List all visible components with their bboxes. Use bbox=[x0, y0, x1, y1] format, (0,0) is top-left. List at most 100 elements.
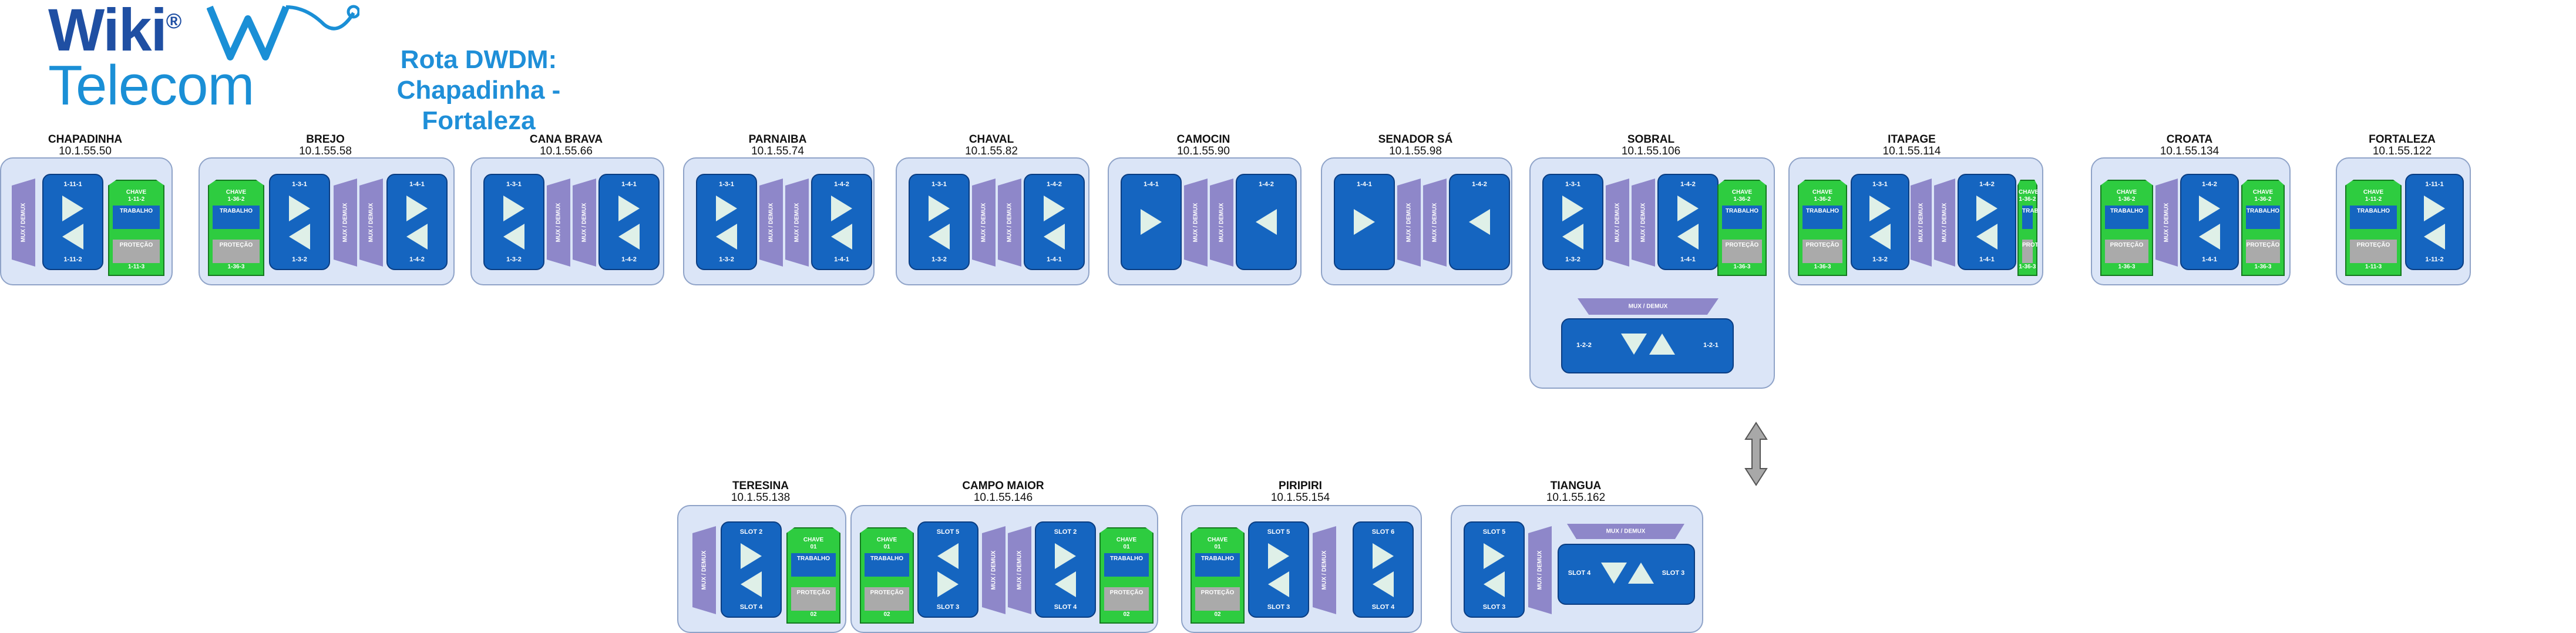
site-ip: 10.1.55.122 bbox=[2372, 145, 2432, 157]
triangle-r-icon bbox=[1976, 196, 1997, 222]
switch-trabalho: TRABALHO bbox=[113, 206, 160, 229]
card-label-bottom: 1-3-2 bbox=[1872, 256, 1888, 263]
triangle-l-icon bbox=[1055, 571, 1076, 598]
site-name: ITAPAGE bbox=[1888, 133, 1936, 146]
triangle-u-icon bbox=[1649, 334, 1675, 355]
amplifier-card: 1-4-2 1-4-1 bbox=[1958, 174, 2016, 270]
card-label-top: SLOT 6 bbox=[1371, 528, 1395, 536]
triangle-l-icon bbox=[1869, 224, 1891, 250]
triangle-l-icon bbox=[289, 224, 310, 250]
amplifier-card: 1-4-2 1-4-1 bbox=[1024, 174, 1085, 270]
triangle-r-icon bbox=[1268, 543, 1289, 570]
card-label-top: 1-4-2 bbox=[2202, 181, 2217, 188]
triangle-l-icon bbox=[1268, 571, 1289, 598]
switch-bottom-label: 02 bbox=[1214, 611, 1221, 618]
mux-demux: MUX / DEMUX bbox=[1606, 179, 1629, 267]
triangle-r-icon bbox=[62, 196, 83, 222]
site-name: FORTALEZA bbox=[2369, 133, 2436, 146]
card-label-right: SLOT 3 bbox=[1662, 570, 1685, 577]
mux-demux-label: MUX / DEMUX bbox=[793, 203, 801, 243]
card-label-bottom: 1-4-1 bbox=[2202, 256, 2217, 263]
switch-trabalho: TRABALHO bbox=[1722, 206, 1762, 229]
mux-demux-label: MUX / DEMUX bbox=[1536, 550, 1543, 590]
mux-demux: MUX / DEMUX bbox=[1528, 526, 1552, 614]
card-label-top: 1-4-2 bbox=[1472, 181, 1487, 188]
card-label-right: 1-2-1 bbox=[1703, 342, 1719, 349]
switch-bottom-label: 1-11-3 bbox=[2365, 264, 2382, 270]
mux-demux-label: MUX / DEMUX bbox=[1006, 203, 1013, 243]
card-label-bottom: SLOT 3 bbox=[936, 604, 960, 611]
card-label-top: 1-11-1 bbox=[63, 181, 82, 188]
mux-demux-label: MUX / DEMUX bbox=[1640, 203, 1647, 243]
switch-id-label: 01 bbox=[883, 544, 890, 550]
switch-id-label: 1-36-2 bbox=[1733, 196, 1751, 203]
switch-id-label: 1-36-2 bbox=[1814, 196, 1831, 203]
site-ip: 10.1.55.162 bbox=[1546, 491, 1606, 504]
switch-trabalho: TRABALHO bbox=[1802, 206, 1842, 229]
switch-bottom-label: 1-36-3 bbox=[2254, 264, 2272, 270]
mux-demux-label: MUX / DEMUX bbox=[2163, 203, 2170, 243]
triangle-l-icon bbox=[831, 224, 852, 250]
card-label-bottom: 1-4-1 bbox=[1047, 256, 1062, 263]
mux-demux-label: MUX / DEMUX bbox=[1628, 303, 1668, 310]
mux-demux-label: MUX / DEMUX bbox=[368, 203, 375, 243]
switch-bottom-label: 1-36-3 bbox=[1733, 264, 1751, 270]
card-label-top: 1-3-1 bbox=[1872, 181, 1888, 188]
card-label-top: 1-4-2 bbox=[1047, 181, 1062, 188]
triangle-l-icon bbox=[929, 224, 950, 250]
switch-protecao: PROTEÇÃO bbox=[113, 240, 160, 263]
switch-protecao: PROTEÇÃO bbox=[2246, 240, 2280, 263]
switch-chave-label: CHAVE bbox=[1207, 537, 1228, 543]
switch-chave-label: CHAVE bbox=[1812, 189, 1833, 196]
triangle-l-icon bbox=[1469, 209, 1490, 235]
switch-bottom-label: 02 bbox=[810, 611, 817, 618]
card-label-bottom: 1-4-2 bbox=[409, 256, 425, 263]
route-title-line1: Rota DWDM: bbox=[400, 45, 557, 74]
switch-bottom-label: 1-36-3 bbox=[227, 264, 245, 270]
mux-demux: MUX / DEMUX bbox=[785, 179, 809, 267]
mux-demux: MUX / DEMUX bbox=[334, 179, 357, 267]
card-label-bottom: 1-4-1 bbox=[1979, 256, 1995, 263]
switch-trabalho: TRABALHO bbox=[2350, 206, 2397, 229]
switch-chave-label: CHAVE bbox=[2116, 189, 2137, 196]
triangle-r-icon bbox=[716, 196, 737, 222]
triangle-l-icon bbox=[62, 224, 83, 250]
mux-demux-label: MUX / DEMUX bbox=[1321, 550, 1328, 590]
triangle-r-icon bbox=[741, 543, 762, 570]
card-label-bottom: 1-3-2 bbox=[506, 256, 522, 263]
amplifier-card: 1-4-2 1-4-1 bbox=[2180, 174, 2239, 270]
mux-demux: MUX / DEMUX bbox=[1934, 179, 1955, 267]
switch-protecao: PROTEÇÃO bbox=[2022, 240, 2037, 263]
card-label-top: 1-4-2 bbox=[1979, 181, 1995, 188]
card-label-top: 1-3-1 bbox=[292, 181, 307, 188]
mux-demux-label: MUX / DEMUX bbox=[1918, 203, 1925, 243]
site-ip: 10.1.55.82 bbox=[965, 145, 1018, 157]
card-label-bottom: SLOT 4 bbox=[1054, 604, 1077, 611]
triangle-l-icon bbox=[1677, 224, 1699, 250]
site-name: CROATA bbox=[2166, 133, 2213, 146]
mux-demux-label: MUX / DEMUX bbox=[1405, 203, 1413, 243]
card-label-top: 1-4-1 bbox=[1357, 181, 1372, 188]
site-ip: 10.1.55.90 bbox=[1177, 145, 1230, 157]
mux-demux: MUX / DEMUX bbox=[692, 526, 716, 614]
triangle-l-icon bbox=[716, 224, 737, 250]
mux-demux: MUX / DEMUX bbox=[1423, 179, 1447, 267]
triangle-l-icon bbox=[1373, 571, 1394, 598]
mux-demux: MUX / DEMUX bbox=[1567, 524, 1684, 539]
triangle-r-icon bbox=[1562, 196, 1583, 222]
switch-bottom-label: 1-36-3 bbox=[1814, 264, 1831, 270]
